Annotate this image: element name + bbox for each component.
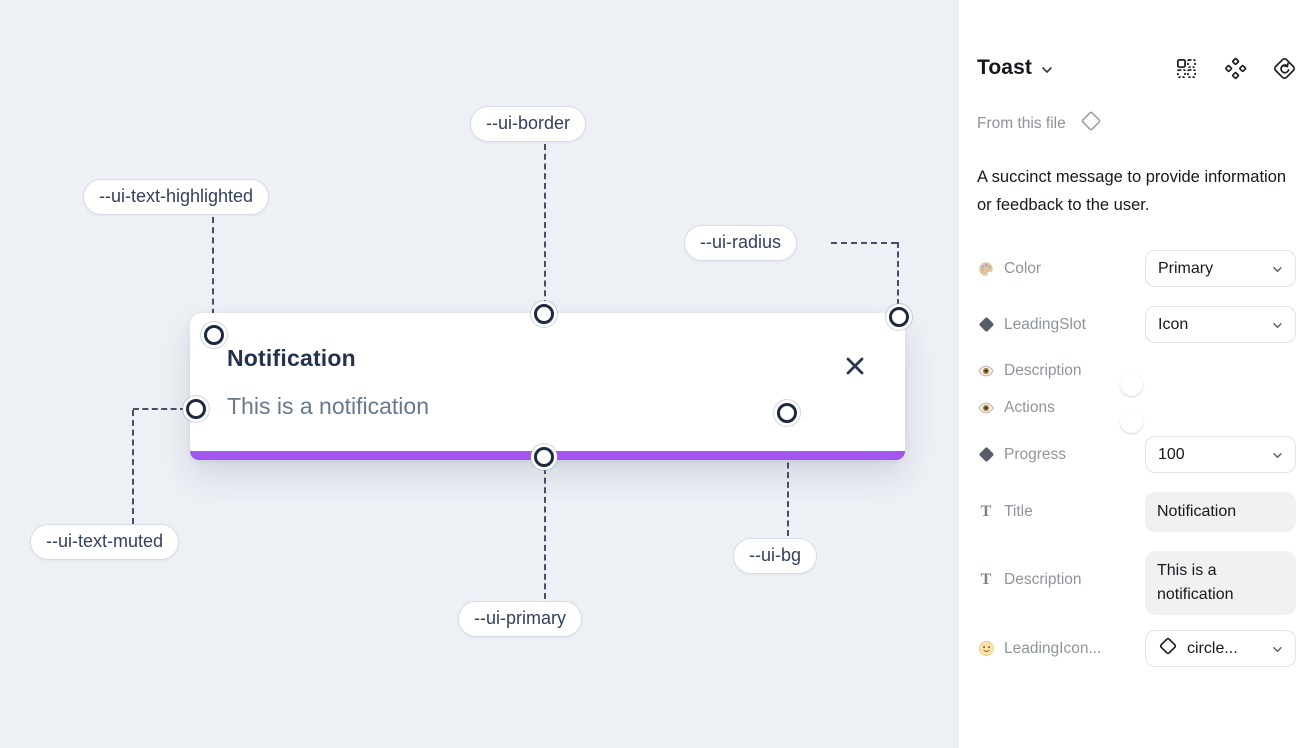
annotation-ui-bg: --ui-bg: [733, 538, 818, 574]
property-row-description-field: T Description This is a notification: [977, 551, 1296, 615]
progress-select[interactable]: 100: [1145, 436, 1296, 473]
chevron-down-icon: [1272, 260, 1283, 278]
diamond-icon: [977, 446, 995, 464]
chevron-down-icon[interactable]: [1041, 61, 1053, 79]
connector-ui-text-muted-h: [133, 408, 186, 410]
close-icon[interactable]: [843, 354, 867, 378]
property-row-color: Color Primary: [977, 250, 1296, 287]
chevron-down-icon: [1272, 446, 1283, 464]
text-icon: T: [980, 503, 992, 520]
chevron-down-icon: [1272, 640, 1283, 658]
diamond-icon: [977, 316, 995, 334]
toast-description: This is a notification: [227, 393, 429, 419]
source-label: From this file: [977, 114, 1066, 132]
panel-header: Toast: [977, 56, 1296, 80]
connector-ui-bg: [787, 424, 789, 536]
property-row-actions-toggle: Actions: [977, 399, 1296, 433]
component-description: A succinct message to provide informatio…: [977, 168, 1287, 214]
title-field[interactable]: Notification: [1145, 492, 1296, 532]
annotation-ui-text-muted: --ui-text-muted: [30, 524, 180, 560]
property-label: Description: [1004, 362, 1082, 379]
annotation-ui-primary: --ui-primary: [458, 601, 582, 637]
chevron-down-icon: [1272, 316, 1283, 334]
annotation-ui-radius: --ui-radius: [684, 225, 798, 261]
toast-component: Notification This is a notification: [190, 313, 905, 460]
toast-title: Notification: [227, 345, 356, 371]
connector-ui-radius-h: [831, 242, 897, 244]
color-select[interactable]: Primary: [1145, 250, 1296, 287]
annotation-ui-text-highlighted: --ui-text-highlighted: [83, 179, 270, 215]
component-title: Toast: [977, 56, 1032, 79]
property-rows: Color Primary LeadingSlot Icon: [977, 250, 1296, 667]
property-row-leadingslot: LeadingSlot Icon: [977, 306, 1296, 343]
eye-icon: [977, 399, 995, 417]
dot-ui-primary: [534, 447, 554, 467]
dot-ui-text-muted: [186, 399, 206, 419]
design-canvas: Notification This is a notification --ui…: [0, 0, 958, 748]
property-row-title: T Title Notification: [977, 492, 1296, 532]
eye-icon: [977, 362, 995, 380]
property-row-progress: Progress 100: [977, 436, 1296, 473]
property-label: LeadingIcon...: [1004, 639, 1102, 657]
instance-swap-icon[interactable]: [1273, 57, 1296, 80]
property-label: Title: [1004, 503, 1033, 520]
annotation-ui-border: --ui-border: [470, 106, 587, 142]
source-row: From this file: [977, 108, 1296, 139]
leadingslot-select[interactable]: Icon: [1145, 306, 1296, 343]
properties-panel: Toast: [958, 0, 1312, 748]
dot-ui-bg: [777, 403, 797, 423]
connector-ui-radius-v: [897, 242, 899, 305]
dot-ui-radius: [889, 307, 909, 327]
property-label: Actions: [1004, 399, 1055, 416]
dot-ui-border: [534, 304, 554, 324]
variants-grid-icon[interactable]: [1175, 57, 1198, 80]
file-diamond-icon: [1078, 108, 1104, 139]
leadingicon-select[interactable]: circle...: [1145, 630, 1296, 667]
text-icon: T: [980, 571, 992, 588]
smiley-icon: [977, 640, 995, 658]
property-row-leadingicon: LeadingIcon... circle...: [977, 630, 1296, 667]
connector-ui-text-muted-v: [132, 410, 134, 524]
connector-ui-text-highlighted: [212, 217, 214, 325]
icon-swap-diamond-icon: [1158, 636, 1178, 661]
dot-ui-text-highlighted: [204, 325, 224, 345]
palette-icon: [977, 260, 995, 278]
property-label: LeadingSlot: [1004, 315, 1086, 333]
description-field[interactable]: This is a notification: [1145, 551, 1296, 615]
connector-ui-border: [544, 144, 546, 306]
property-label: Color: [1004, 259, 1042, 277]
property-row-description-toggle: Description: [977, 362, 1296, 396]
connector-ui-primary: [544, 468, 546, 599]
component-diamonds-icon[interactable]: [1224, 57, 1247, 80]
property-label: Progress: [1004, 445, 1067, 463]
property-label: Description: [1004, 571, 1082, 588]
